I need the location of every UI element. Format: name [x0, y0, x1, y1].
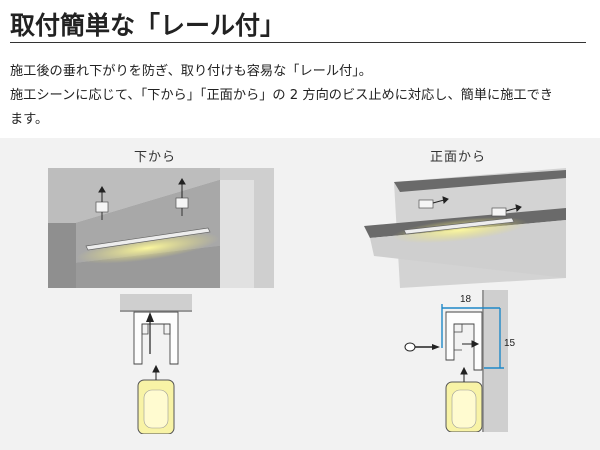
led-glow: [76, 232, 220, 264]
illustration-from-below: [48, 168, 274, 288]
rail-profile: [445, 311, 483, 371]
arrow-up-icon: [152, 364, 160, 380]
rail-profile: [133, 311, 179, 365]
description-line-3: ます。: [10, 112, 49, 127]
dimension-height: [484, 308, 504, 369]
caption-from-front: 正面から: [430, 150, 487, 165]
arrow-right-icon: [432, 196, 522, 213]
arrow-up-icon: [460, 366, 468, 382]
screw-icon: [146, 312, 154, 354]
illustration-from-front: [364, 168, 566, 288]
clip-left: [418, 199, 434, 209]
title-divider: [10, 42, 586, 43]
section-from-below: [120, 294, 192, 434]
description-line-2: 施工シーンに応じて、「下から」「正面から」の 2 方向のビス止めに対応し、簡単に…: [10, 88, 553, 103]
dimension-height-label: 15: [504, 338, 516, 349]
arrow-up-icon: [98, 178, 186, 202]
clip-right: [491, 207, 507, 217]
caption-from-below: 下から: [134, 150, 177, 165]
rail: [85, 227, 211, 251]
description-line-1: 施工後の垂れ下がりを防ぎ、取り付けも容易な「レール付」。: [10, 64, 372, 79]
dimension-width-label: 18: [460, 294, 472, 305]
screw-icon: [404, 342, 440, 352]
section-from-front: 18 15: [404, 290, 516, 432]
dimension-width: [441, 304, 500, 348]
arrow-right-icon: [462, 340, 480, 348]
rail: [403, 217, 515, 235]
description: 施工後の垂れ下がりを防ぎ、取り付けも容易な「レール付」。 施工シーンに応じて、「…: [10, 60, 590, 132]
page-title: 取付簡単な「レール付」: [10, 11, 286, 40]
